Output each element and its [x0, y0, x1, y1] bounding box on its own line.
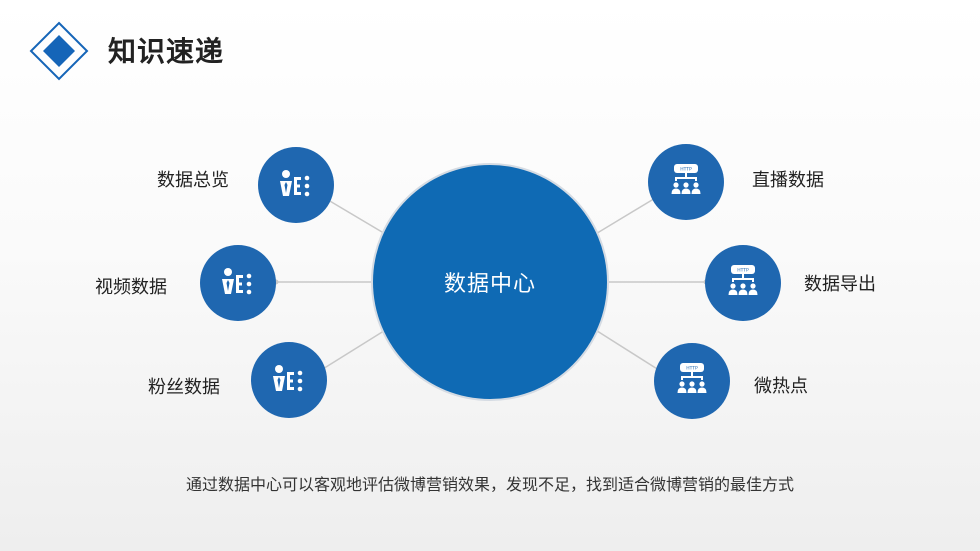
user-list-icon: [273, 365, 303, 392]
node-data-export: HTTP: [705, 245, 781, 321]
http-network-icon: HTTP: [677, 363, 707, 393]
node-data-overview: [258, 147, 334, 223]
node-label-live-data: 直播数据: [752, 170, 824, 191]
user-list-icon: [222, 268, 252, 295]
node-label-fan-data: 粉丝数据: [148, 377, 220, 398]
node-label-micro-hotspot: 微热点: [754, 376, 808, 397]
http-badge: HTTP: [680, 166, 692, 172]
node-fan-data: [251, 342, 327, 418]
http-badge: HTTP: [686, 365, 698, 371]
http-network-icon: HTTP: [728, 265, 758, 295]
center-node: 数据中心: [373, 165, 607, 399]
page-title: 知识速递: [108, 35, 225, 68]
node-label-video-data: 视频数据: [95, 277, 167, 298]
node-live-data: HTTP: [648, 144, 724, 220]
node-micro-hotspot: HTTP: [654, 343, 730, 419]
node-label-data-overview: 数据总览: [157, 170, 229, 191]
node-video-data: [200, 245, 276, 321]
http-badge: HTTP: [737, 267, 749, 273]
footer-text: 通过数据中心可以客观地评估微博营销效果，发现不足，找到适合微博营销的最佳方式: [185, 475, 794, 494]
center-label: 数据中心: [443, 272, 536, 297]
node-label-data-export: 数据导出: [804, 274, 876, 295]
diamond-logo-icon: [29, 21, 89, 81]
http-network-icon: HTTP: [671, 164, 701, 194]
user-list-icon: [280, 170, 310, 197]
